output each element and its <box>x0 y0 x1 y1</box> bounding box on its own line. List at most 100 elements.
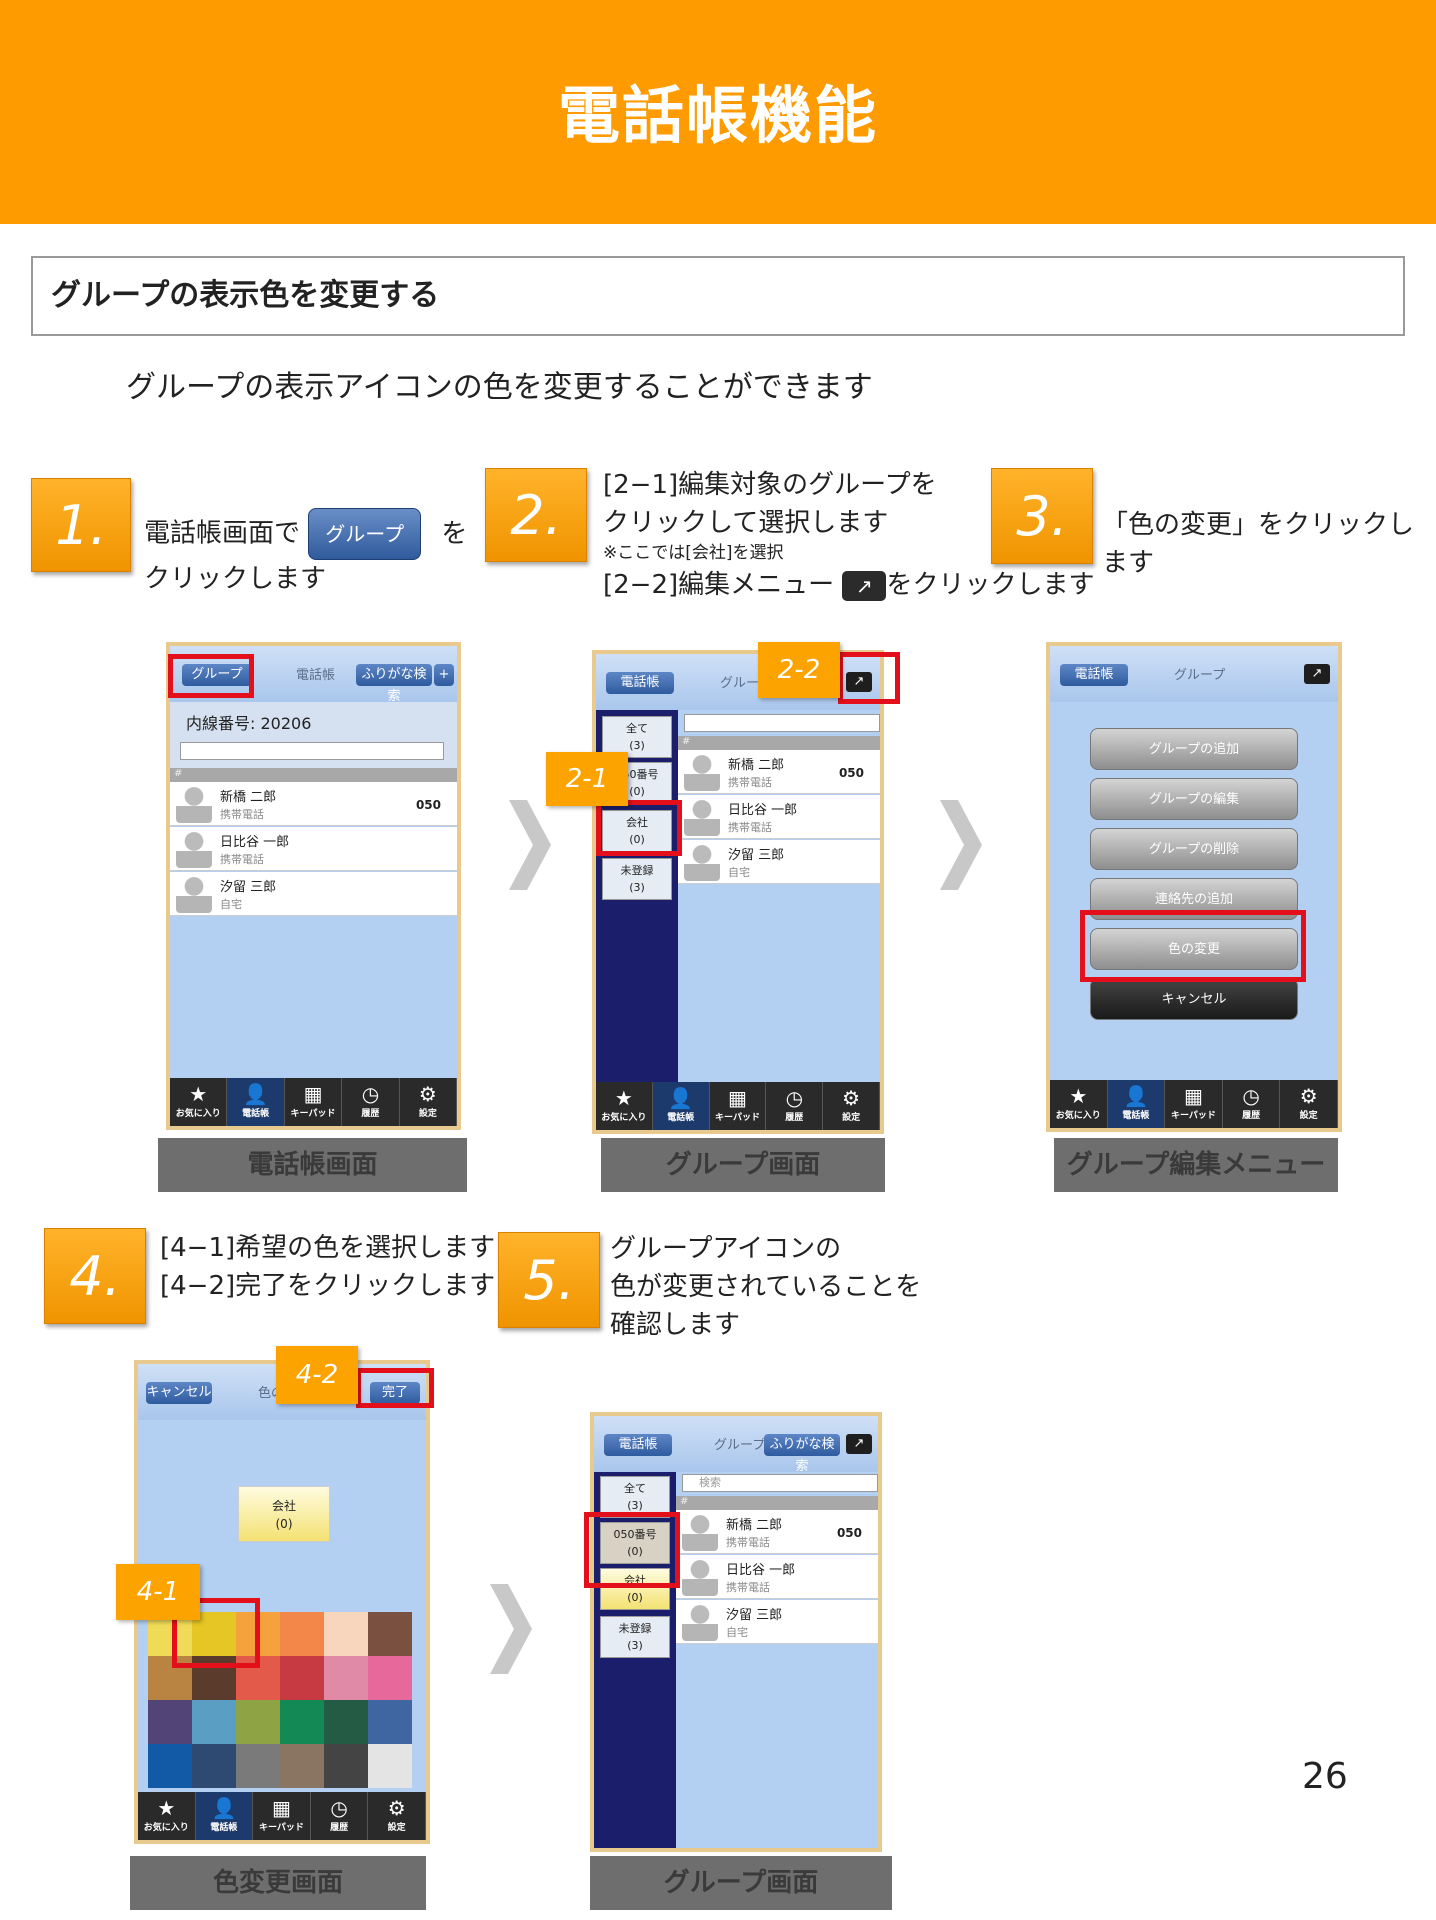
contact-row[interactable]: 日比谷 一郎携帯電話 <box>170 827 457 871</box>
tab-history[interactable]: ◷履歴 <box>1223 1080 1281 1128</box>
tab-settings[interactable]: ⚙設定 <box>368 1792 426 1840</box>
tab-favorites[interactable]: ★お気に入り <box>596 1082 653 1130</box>
phonebook-button[interactable]: 電話帳 <box>604 1434 672 1456</box>
color-swatch[interactable] <box>280 1656 324 1700</box>
color-swatch[interactable] <box>192 1700 236 1744</box>
callout-2-1: 2-1 <box>546 752 628 806</box>
contact-name: 日比谷 一郎 <box>726 1563 796 1578</box>
tab-phonebook[interactable]: 👤電話帳 <box>1107 1080 1166 1128</box>
color-swatch[interactable] <box>324 1656 368 1700</box>
tab-keypad[interactable]: ▦キーパッド <box>1165 1080 1223 1128</box>
group-button[interactable]: グループ <box>182 664 252 686</box>
search-input[interactable] <box>180 742 444 760</box>
tab-phonebook[interactable]: 👤電話帳 <box>652 1082 710 1130</box>
color-swatch[interactable] <box>280 1612 324 1656</box>
contact-row[interactable]: 日比谷 一郎携帯電話 <box>676 1555 878 1599</box>
kana-search-button[interactable]: ふりがな検索 <box>764 1434 840 1474</box>
caption-group-screen: グループ画面 <box>601 1138 885 1192</box>
add-group-button[interactable]: グループの追加 <box>1090 728 1298 770</box>
phonebook-button[interactable]: 電話帳 <box>1060 664 1128 686</box>
contact-name: 新橋 二郎 <box>726 1518 783 1533</box>
group-item-050[interactable]: 050番号(0) <box>600 1522 670 1564</box>
tab-favorites[interactable]: ★お気に入り <box>170 1078 228 1126</box>
edit-menu-button-icon[interactable]: ↗ <box>846 672 872 692</box>
contact-type: 自宅 <box>728 866 750 879</box>
group-item-unregistered[interactable]: 未登録(3) <box>600 1616 670 1658</box>
tab-bar: ★お気に入り 👤電話帳 ▦キーパッド ◷履歴 ⚙設定 <box>1050 1080 1338 1128</box>
phonebook-button[interactable]: 電話帳 <box>606 672 674 694</box>
color-swatch[interactable] <box>148 1700 192 1744</box>
avatar <box>176 875 212 913</box>
color-swatch[interactable] <box>324 1744 368 1788</box>
step-4-text: [4−1]希望の色を選択します [4−2]完了をクリックします <box>160 1229 495 1305</box>
cancel-button[interactable]: キャンセル <box>1090 978 1298 1020</box>
color-swatch[interactable] <box>280 1744 324 1788</box>
tab-history[interactable]: ◷履歴 <box>342 1078 400 1126</box>
contact-row[interactable]: 汐留 三郎自宅 <box>170 872 457 916</box>
group-item-all[interactable]: 全て(3) <box>600 1476 670 1518</box>
color-swatch[interactable] <box>280 1700 324 1744</box>
caption-color-change-screen: 色変更画面 <box>130 1856 426 1910</box>
contact-type: 携帯電話 <box>728 821 772 834</box>
color-swatch[interactable] <box>236 1744 280 1788</box>
tab-keypad[interactable]: ▦キーパッド <box>710 1082 767 1130</box>
color-swatch[interactable] <box>324 1612 368 1656</box>
step-1-line2: クリックします <box>144 564 327 594</box>
step-5-line3: 確認します <box>610 1310 741 1340</box>
highlight-done-button <box>356 1368 434 1408</box>
phonebook-title: 電話帳 <box>296 668 336 683</box>
group-item-unregistered[interactable]: 未登録(3) <box>602 858 672 900</box>
keypad-icon: ▦ <box>1184 1084 1203 1108</box>
cancel-button[interactable]: キャンセル <box>146 1382 212 1404</box>
color-swatch[interactable] <box>236 1700 280 1744</box>
color-swatch[interactable] <box>192 1744 236 1788</box>
group-item-all[interactable]: 全て(3) <box>602 716 672 758</box>
change-color-button[interactable]: 色の変更 <box>1090 928 1298 970</box>
edit-menu-button-icon[interactable]: ↗ <box>846 1434 872 1454</box>
contact-row[interactable]: 日比谷 一郎携帯電話 <box>678 795 880 839</box>
highlight-group-button <box>168 654 254 698</box>
star-icon: ★ <box>189 1082 208 1106</box>
edit-menu-button-icon[interactable]: ↗ <box>1304 664 1330 684</box>
tab-phonebook[interactable]: 👤電話帳 <box>227 1078 285 1126</box>
edit-group-button[interactable]: グループの編集 <box>1090 778 1298 820</box>
step-5-text: グループアイコンの 色が変更されていることを 確認します <box>610 1230 921 1344</box>
group-title: グループ <box>714 1438 766 1453</box>
tab-favorites[interactable]: ★お気に入り <box>138 1792 196 1840</box>
contact-row[interactable]: 汐留 三郎自宅 <box>678 840 880 884</box>
delete-group-button[interactable]: グループの削除 <box>1090 828 1298 870</box>
tab-phonebook[interactable]: 👤電話帳 <box>195 1792 254 1840</box>
done-button[interactable]: 完了 <box>370 1382 420 1404</box>
contact-row[interactable]: 汐留 三郎自宅 <box>676 1600 878 1644</box>
color-swatch[interactable] <box>368 1656 412 1700</box>
kana-search-button[interactable]: ふりがな検索 <box>356 664 432 704</box>
caption-group-edit-menu: グループ編集メニュー <box>1054 1138 1338 1192</box>
color-swatch[interactable] <box>368 1700 412 1744</box>
search-input[interactable] <box>684 714 880 732</box>
group-button-sample: グループ <box>308 508 422 560</box>
tab-settings[interactable]: ⚙設定 <box>400 1078 457 1126</box>
tab-settings[interactable]: ⚙設定 <box>823 1082 880 1130</box>
next-arrow-icon <box>509 800 551 890</box>
tab-keypad[interactable]: ▦キーパッド <box>253 1792 311 1840</box>
contact-type: 自宅 <box>726 1626 748 1639</box>
color-swatch[interactable] <box>148 1744 192 1788</box>
step-2-text: [2−1]編集対象のグループを クリックして選択します ※ここでは[会社]を選択… <box>603 466 1094 604</box>
color-swatch[interactable] <box>324 1700 368 1744</box>
color-swatch[interactable] <box>368 1744 412 1788</box>
tab-history[interactable]: ◷履歴 <box>766 1082 824 1130</box>
color-swatch[interactable] <box>368 1612 412 1656</box>
contact-name: 汐留 三郎 <box>220 880 277 895</box>
add-button[interactable]: + <box>434 664 454 686</box>
tab-keypad[interactable]: ▦キーパッド <box>285 1078 343 1126</box>
step-1-badge: 1. <box>31 478 131 572</box>
search-input[interactable]: 検索 <box>682 1474 878 1492</box>
keypad-icon: ▦ <box>303 1082 323 1106</box>
tab-favorites[interactable]: ★お気に入り <box>1050 1080 1108 1128</box>
tab-history[interactable]: ◷履歴 <box>311 1792 369 1840</box>
tab-settings[interactable]: ⚙設定 <box>1280 1080 1338 1128</box>
group-screen-result: 電話帳 グループ ふりがな検索 ↗ 全て(3) 050番号(0) 会社(0) 未… <box>590 1412 882 1852</box>
